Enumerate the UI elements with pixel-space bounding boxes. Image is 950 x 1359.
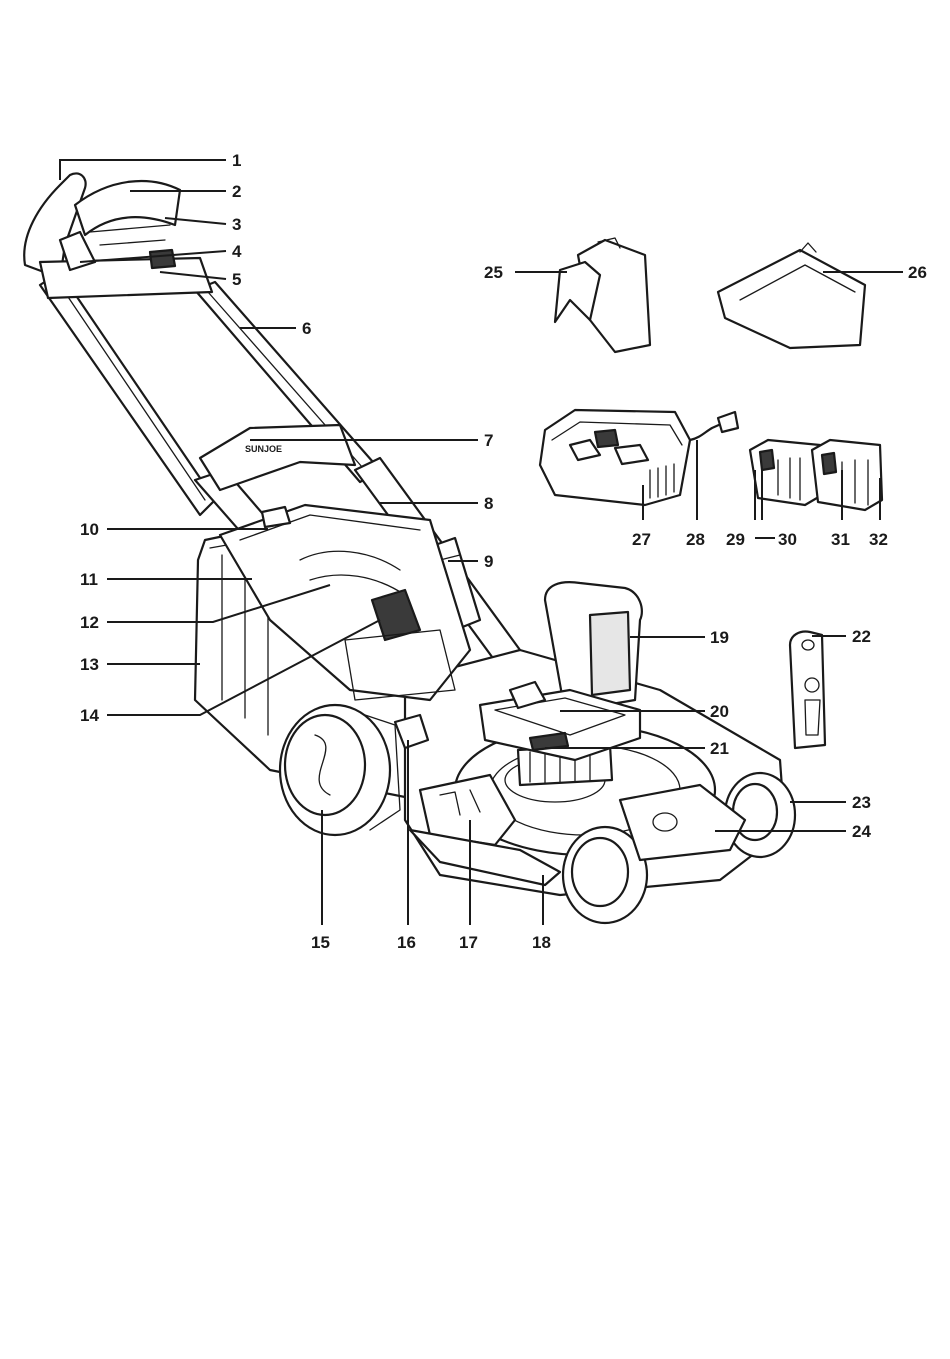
callout-7: 7 [484,431,493,450]
callout-18: 18 [532,933,551,952]
callout-31: 31 [831,530,850,549]
callout-24: 24 [852,822,871,841]
charger-drawing [540,410,738,505]
callout-25: 25 [484,263,503,282]
callout-16: 16 [397,933,416,952]
callout-17: 17 [459,933,478,952]
callout-11: 11 [80,570,98,589]
callout-27: 27 [632,530,651,549]
callout-15: 15 [311,933,330,952]
callout-1: 1 [232,151,241,170]
callout-29: 29 [726,530,745,549]
callout-32: 32 [869,530,888,549]
callout-9: 9 [484,552,493,571]
batteries-drawing [750,440,882,510]
callout-21: 21 [710,739,729,758]
callout-28: 28 [686,530,705,549]
callout-2: 2 [232,182,241,201]
callout-8: 8 [484,494,493,513]
callout-6: 6 [302,319,311,338]
callout-5: 5 [232,270,241,289]
bag-frame-drawing [718,243,865,348]
handle-knob-drawing: SUNJOE [200,425,355,490]
brand-text: SUNJOE [245,444,282,454]
callout-12: 12 [80,613,99,632]
callout-19: 19 [710,628,729,647]
side-chute-drawing [555,238,650,352]
callout-14: 14 [80,706,99,725]
callout-13: 13 [80,655,99,674]
callout-23: 23 [852,793,871,812]
upper-handle-drawing [24,173,212,298]
callout-22: 22 [852,627,871,646]
callout-4: 4 [232,242,242,261]
callout-3: 3 [232,215,241,234]
safety-key-drawing [790,632,825,748]
callout-30: 30 [778,530,797,549]
callout-26: 26 [908,263,927,282]
callout-20: 20 [710,702,729,721]
callout-10: 10 [80,520,99,539]
